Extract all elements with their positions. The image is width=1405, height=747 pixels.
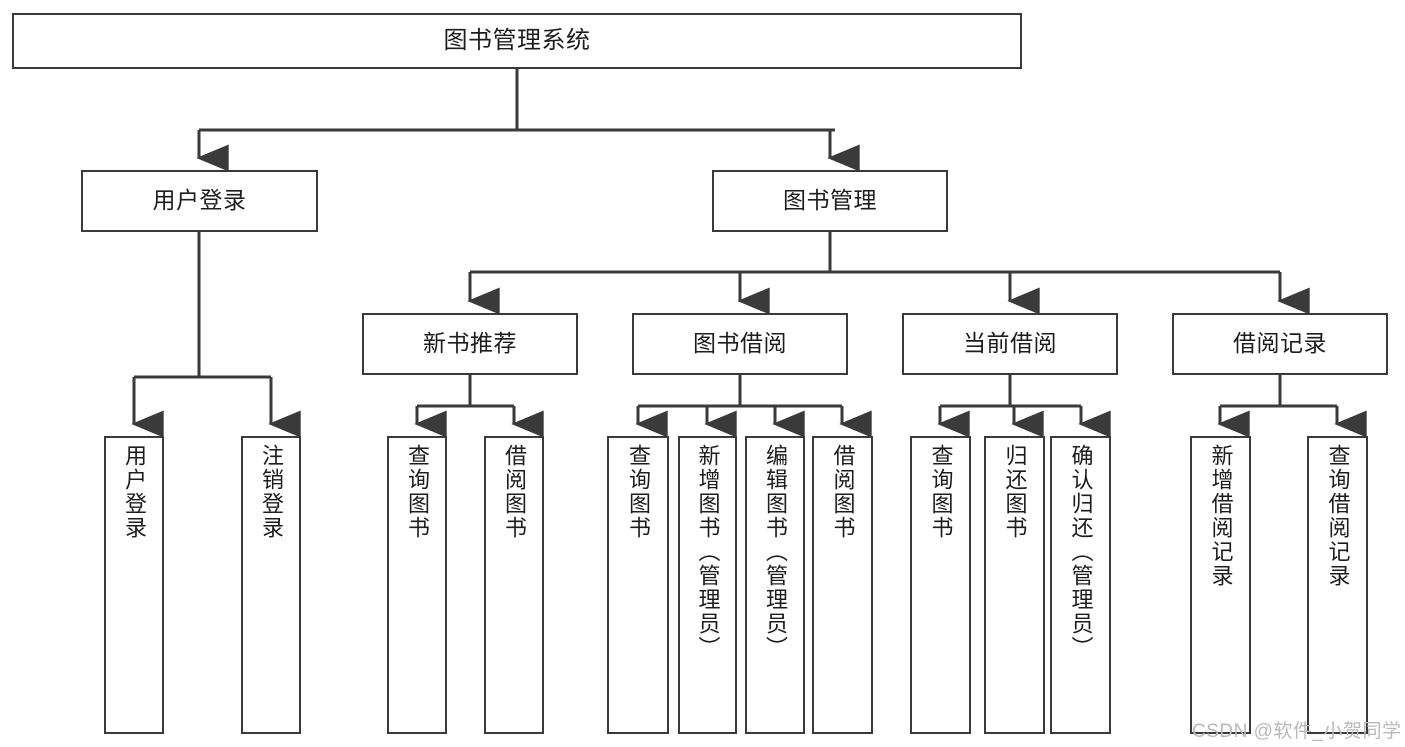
node-user-login-label: 用户登录 [152,187,247,214]
node-leaf-query-book-3-label: 查询图书 [928,444,954,540]
node-book-borrow[interactable]: 图书借阅 [632,313,848,375]
node-current-borrow[interactable]: 当前借阅 [902,313,1118,375]
node-leaf-query-book-3[interactable]: 查询图书 [910,436,971,734]
node-leaf-user-login[interactable]: 用户登录 [104,436,164,734]
node-user-login[interactable]: 用户登录 [81,170,318,232]
node-leaf-confirm-return[interactable]: 确认归还（管理员） [1050,436,1111,734]
node-leaf-logout-label: 注销登录 [259,444,284,540]
node-leaf-add-record-label: 新增借阅记录 [1208,444,1234,588]
node-leaf-query-book-2-label: 查询图书 [626,444,651,540]
node-book-manage-label: 图书管理 [783,187,877,214]
node-current-borrow-label: 当前借阅 [963,330,1057,357]
node-leaf-return-book[interactable]: 归还图书 [984,436,1045,734]
node-leaf-query-book-2[interactable]: 查询图书 [607,436,669,734]
node-leaf-borrow-book-1-label: 借阅图书 [502,444,527,540]
node-leaf-borrow-book-2-label: 借阅图书 [830,444,856,540]
node-leaf-user-login-label: 用户登录 [122,444,147,540]
node-leaf-query-book-1[interactable]: 查询图书 [387,436,447,734]
node-leaf-edit-book[interactable]: 编辑图书（管理员） [745,436,805,734]
csdn-watermark: CSDN @软件_小贺同学 [1192,721,1402,742]
node-leaf-query-record[interactable]: 查询借阅记录 [1307,436,1368,734]
node-leaf-add-book-label: 新增图书（管理员） [695,444,721,660]
node-new-book-recommend[interactable]: 新书推荐 [362,313,578,375]
node-leaf-add-book[interactable]: 新增图书（管理员） [678,436,737,734]
node-book-manage[interactable]: 图书管理 [712,170,948,232]
node-borrow-record-label: 借阅记录 [1233,330,1327,357]
node-leaf-logout[interactable]: 注销登录 [241,436,301,734]
node-leaf-confirm-return-label: 确认归还（管理员） [1068,444,1094,660]
node-leaf-return-book-label: 归还图书 [1002,444,1028,540]
node-leaf-add-record[interactable]: 新增借阅记录 [1190,436,1251,734]
node-leaf-edit-book-label: 编辑图书（管理员） [763,444,788,660]
node-leaf-borrow-book-1[interactable]: 借阅图书 [484,436,544,734]
node-root[interactable]: 图书管理系统 [12,13,1022,69]
node-new-book-recommend-label: 新书推荐 [423,330,517,357]
node-book-borrow-label: 图书借阅 [693,330,787,357]
node-leaf-query-record-label: 查询借阅记录 [1325,444,1351,588]
node-leaf-borrow-book-2[interactable]: 借阅图书 [812,436,873,734]
node-borrow-record[interactable]: 借阅记录 [1172,313,1388,375]
node-leaf-query-book-1-label: 查询图书 [405,444,430,540]
node-root-label: 图书管理系统 [443,26,591,54]
